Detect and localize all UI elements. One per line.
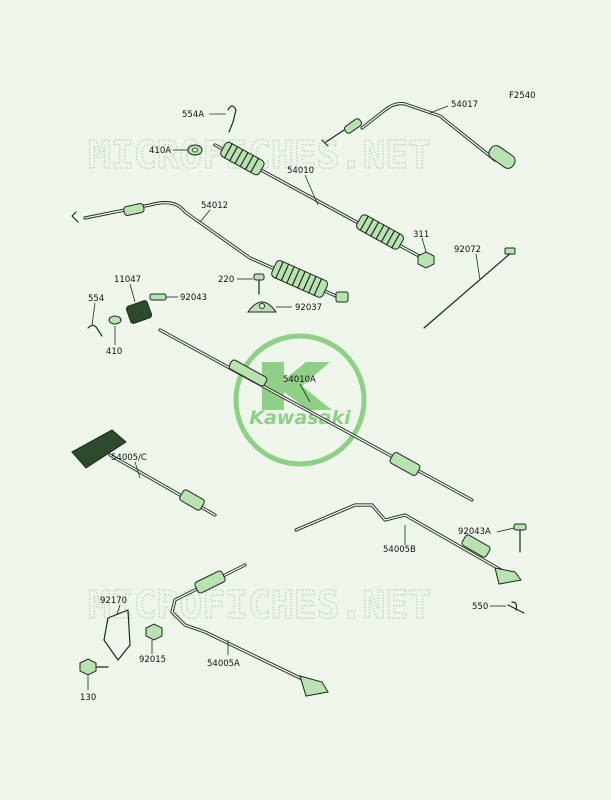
logo-wordmark: Kawasaki [249, 407, 351, 429]
label-130: 130 [80, 693, 96, 703]
nut-311 [417, 251, 435, 269]
clip-554A [227, 105, 237, 133]
label-54010: 54010 [287, 166, 314, 176]
cable-54005A [170, 563, 329, 697]
label-92043: 92043 [180, 293, 207, 303]
label-54005A: 54005A [207, 659, 240, 669]
leader-11047 [129, 283, 136, 303]
label-410A: 410A [149, 146, 171, 156]
leader-54005C [134, 461, 141, 479]
bracket-92170 [103, 609, 131, 661]
leader-554 [91, 302, 96, 326]
label-54017: 54017 [451, 100, 478, 110]
figure-code: F2540 [509, 91, 536, 101]
bolt-130 [79, 658, 109, 676]
pin-92043 [149, 293, 167, 301]
leader-54010A [299, 383, 311, 403]
label-54005C: 54005/C [111, 453, 147, 463]
cable-54010 [213, 141, 432, 264]
tie-92072 [423, 247, 516, 329]
leader-54010 [304, 174, 319, 206]
label-54012: 54012 [201, 201, 228, 211]
cable-54005C [71, 429, 217, 517]
label-54010A: 54010A [283, 375, 316, 385]
clip-554 [87, 324, 103, 337]
cable-54017 [321, 102, 516, 169]
label-92037: 92037 [295, 303, 322, 313]
watermark-bottom: MICROFICHES.NET [88, 583, 431, 627]
cable-54010A [158, 328, 474, 502]
label-311: 311 [413, 230, 429, 240]
bracket-92037 [247, 301, 277, 313]
label-54005B: 54005B [383, 545, 416, 555]
nut-92015 [145, 623, 163, 641]
leader-92072 [475, 253, 481, 281]
leader-92043A [496, 527, 515, 533]
pin-92043A [513, 523, 527, 553]
leader-54017 [429, 105, 449, 114]
leader-54012 [199, 209, 211, 223]
leader-311 [421, 237, 427, 253]
kawasaki-logo: Kawasaki [233, 333, 367, 467]
cable-54005B [294, 503, 522, 585]
label-92072: 92072 [454, 245, 481, 255]
clip-550 [507, 601, 525, 614]
label-550: 550 [472, 602, 488, 612]
washer-410A [187, 144, 203, 156]
label-11047: 11047 [114, 275, 141, 285]
label-92043A: 92043A [458, 527, 491, 537]
label-220: 220 [218, 275, 234, 285]
washer-410 [108, 315, 122, 325]
label-554: 554 [88, 294, 104, 304]
label-554A: 554A [182, 110, 204, 120]
leader-92170 [116, 604, 121, 615]
lever-11047 [125, 300, 153, 324]
bolt-220 [253, 273, 265, 295]
label-92015: 92015 [139, 655, 166, 665]
label-410: 410 [106, 347, 122, 357]
label-92170: 92170 [100, 596, 127, 606]
cable-54012 [71, 201, 349, 303]
